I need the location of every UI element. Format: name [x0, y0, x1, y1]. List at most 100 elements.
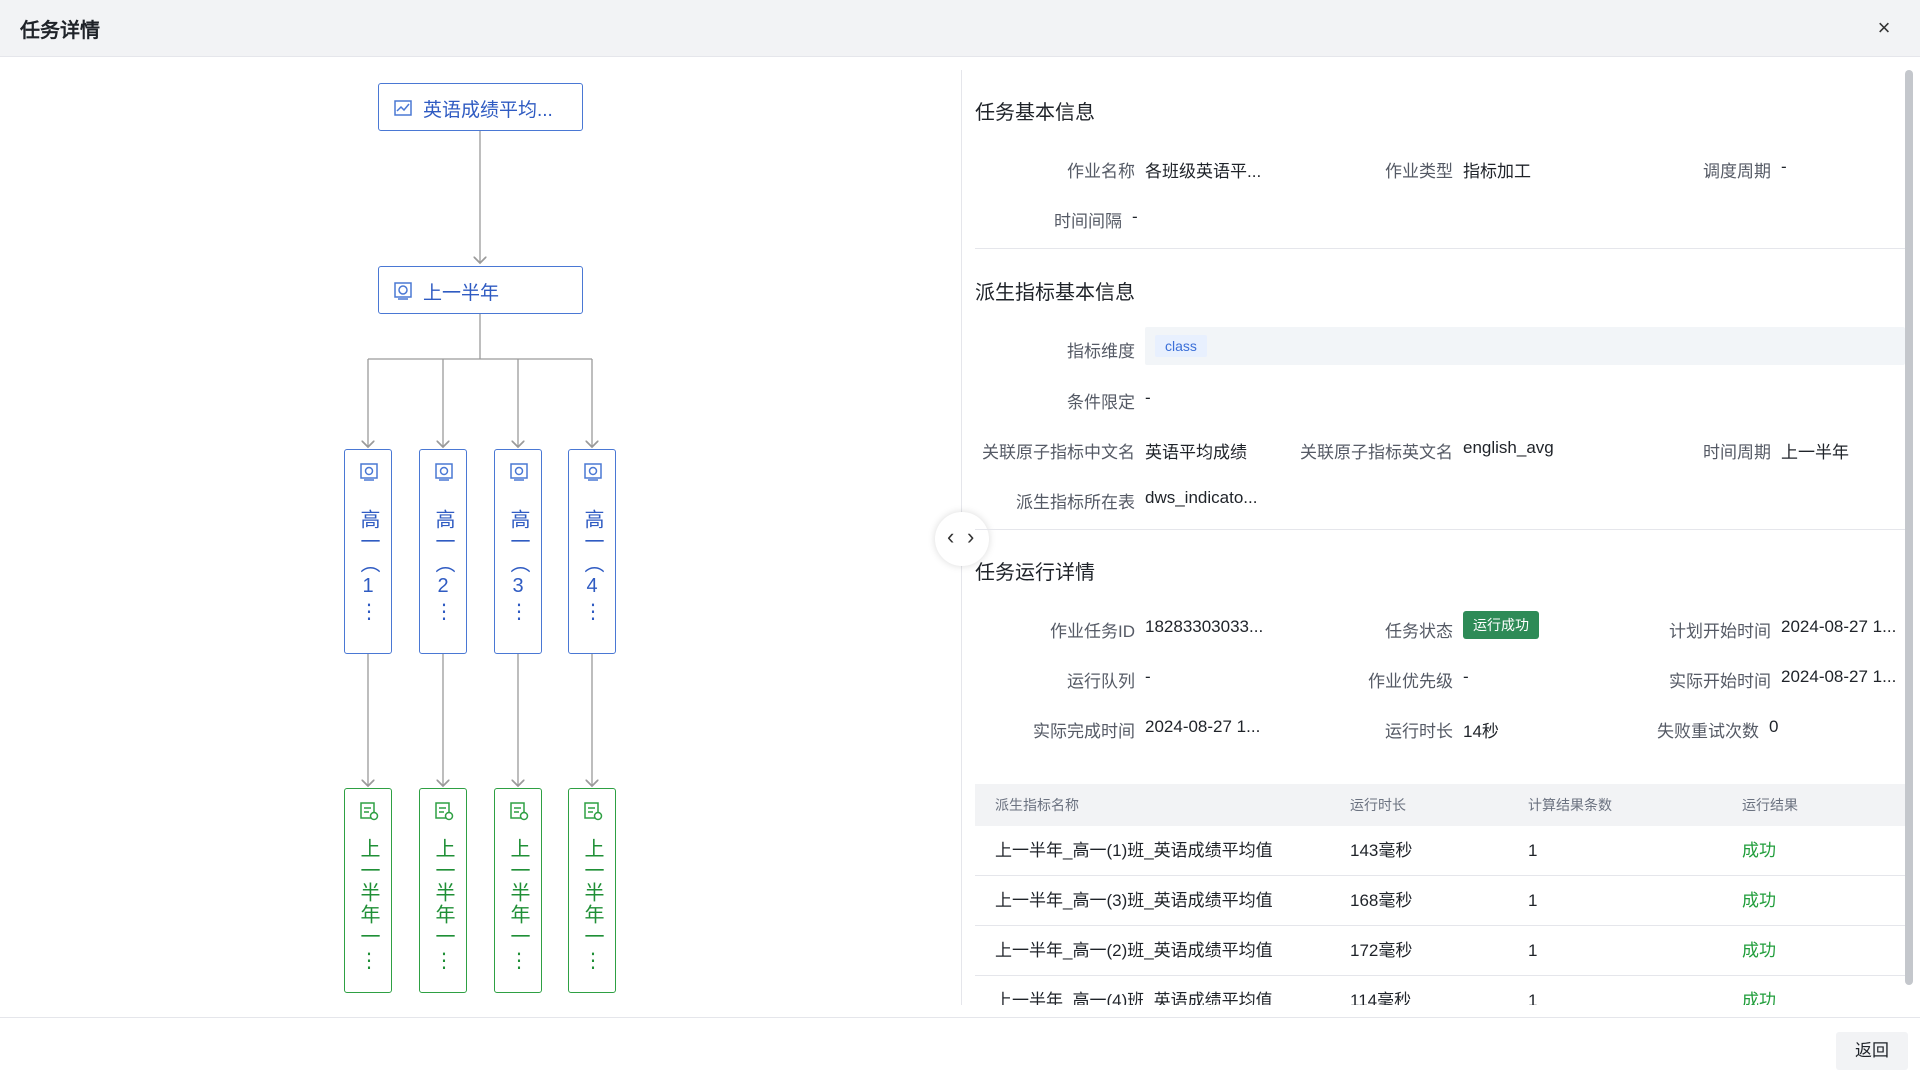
lineage-edges: [0, 131, 960, 1017]
cell-name: 上一半年_高一(2)班_英语成绩平均值: [995, 941, 1273, 960]
column-header: 运行时长: [1350, 797, 1406, 813]
section-title-run-detail: 任务运行详情: [975, 562, 1095, 584]
lineage-node-derived-4[interactable]: 上一半年一⋮: [568, 788, 616, 993]
field-value: -: [1145, 667, 1151, 686]
section-title-task-basic: 任务基本信息: [975, 102, 1095, 124]
dimension-tag: class: [1155, 335, 1207, 357]
panel-toggle[interactable]: ‹ ›: [935, 512, 989, 566]
field-value: 各班级英语平...: [1145, 162, 1262, 181]
cell-name: 上一半年_高一(4)班_英语成绩平均值: [995, 991, 1273, 1005]
field-value: -: [1781, 157, 1787, 176]
dialog-footer: 返回: [0, 1017, 1920, 1080]
field-label: 指标维度: [1067, 342, 1135, 361]
close-icon[interactable]: ×: [1877, 15, 1891, 40]
lineage-node-dimension-1[interactable]: 高一（1⋮: [344, 449, 392, 654]
chevron-right-icon[interactable]: ›: [967, 524, 975, 549]
lineage-node-derived-2[interactable]: 上一半年一⋮: [419, 788, 467, 993]
lineage-node-dimension-2[interactable]: 高一（2⋮: [419, 449, 467, 654]
cell-count: 1: [1528, 841, 1538, 860]
column-header: 计算结果条数: [1528, 797, 1612, 813]
lineage-node-derived-1[interactable]: 上一半年一⋮: [344, 788, 392, 993]
lineage-node-label: 高一（2⋮: [432, 508, 454, 625]
field-label: 实际开始时间: [1669, 672, 1771, 691]
field-label: 计划开始时间: [1669, 622, 1771, 641]
results-table: 派生指标名称 运行时长 计算结果条数 运行结果 上一半年_高一(1)班_英语成绩…: [975, 784, 1905, 1005]
lineage-node-label: 上一半年: [423, 283, 500, 304]
dimension-icon: [435, 463, 453, 481]
lineage-node-label: 高一（4⋮: [581, 508, 603, 625]
field-label: 关联原子指标中文名: [982, 443, 1135, 462]
table-row: 上一半年_高一(4)班_英语成绩平均值 114毫秒 1 成功: [975, 976, 1905, 1005]
field-label: 作业任务ID: [1050, 622, 1135, 641]
field-value: -: [1145, 388, 1151, 407]
lineage-node-dimension-3[interactable]: 高一（3⋮: [494, 449, 542, 654]
status-badge: 运行成功: [1463, 611, 1539, 639]
field-value: english_avg: [1463, 438, 1554, 457]
column-header: 运行结果: [1742, 797, 1798, 813]
lineage-node-period[interactable]: 上一半年: [378, 266, 583, 314]
lineage-node-atomic[interactable]: 英语成绩平均...: [378, 83, 583, 131]
dialog-header: 任务详情 ×: [0, 0, 1920, 57]
field-value: dws_indicato...: [1145, 488, 1258, 507]
time-period-icon: [394, 282, 412, 300]
indicator-doc-icon: [360, 802, 379, 821]
lineage-node-label: 上一半年一⋮: [507, 837, 529, 974]
table-row: 上一半年_高一(1)班_英语成绩平均值 143毫秒 1 成功: [975, 826, 1905, 876]
cell-count: 1: [1528, 941, 1538, 960]
lineage-node-label: 上一半年一⋮: [432, 837, 454, 974]
cell-result: 成功: [1742, 841, 1776, 860]
cell-count: 1: [1528, 891, 1538, 910]
field-label: 作业名称: [1067, 162, 1135, 181]
field-label: 运行队列: [1067, 672, 1135, 691]
field-label: 作业类型: [1385, 162, 1453, 181]
field-value: -: [1463, 667, 1469, 686]
field-label: 作业优先级: [1368, 672, 1453, 691]
cell-result: 成功: [1742, 941, 1776, 960]
section-divider: [975, 248, 1905, 249]
detail-panel: 任务基本信息 作业名称 各班级英语平... 作业类型 指标加工 调度周期 - 时…: [975, 70, 1905, 1005]
field-value: 2024-08-27 1...: [1781, 667, 1897, 686]
vertical-scrollbar[interactable]: [1905, 70, 1913, 985]
indicator-doc-icon: [510, 802, 529, 821]
field-value: -: [1132, 207, 1138, 226]
field-label: 运行时长: [1385, 722, 1453, 741]
lineage-graph: 英语成绩平均... 上一半年 高一（1⋮ 高一（2⋮ 高一（3⋮ 高一（4⋮ 上…: [0, 57, 960, 1017]
table-header: 派生指标名称 运行时长 计算结果条数 运行结果: [975, 784, 1905, 826]
cell-duration: 172毫秒: [1350, 941, 1413, 960]
field-value: 18283303033...: [1145, 617, 1264, 636]
field-label: 任务状态: [1385, 622, 1453, 641]
dimension-icon: [510, 463, 528, 481]
field-value: 0: [1769, 717, 1779, 736]
field-value: 指标加工: [1463, 162, 1531, 181]
back-button[interactable]: 返回: [1836, 1032, 1908, 1070]
field-value: 上一半年: [1781, 443, 1849, 462]
dimension-icon: [360, 463, 378, 481]
table-row: 上一半年_高一(2)班_英语成绩平均值 172毫秒 1 成功: [975, 926, 1905, 976]
field-label: 条件限定: [1067, 393, 1135, 412]
field-value: 14秒: [1463, 722, 1499, 741]
cell-result: 成功: [1742, 991, 1776, 1005]
field-value: 英语平均成绩: [1145, 443, 1247, 462]
cell-duration: 168毫秒: [1350, 891, 1413, 910]
field-label: 失败重试次数: [1657, 722, 1759, 741]
lineage-node-dimension-4[interactable]: 高一（4⋮: [568, 449, 616, 654]
cell-result: 成功: [1742, 891, 1776, 910]
field-label: 实际完成时间: [1033, 722, 1135, 741]
lineage-node-label: 英语成绩平均...: [423, 100, 553, 121]
column-header: 派生指标名称: [995, 797, 1079, 813]
field-label: 调度周期: [1703, 162, 1771, 181]
dialog-title: 任务详情: [20, 20, 100, 42]
lineage-node-derived-3[interactable]: 上一半年一⋮: [494, 788, 542, 993]
indicator-doc-icon: [435, 802, 454, 821]
lineage-node-label: 上一半年一⋮: [581, 837, 603, 974]
field-label: 时间周期: [1703, 443, 1771, 462]
lineage-node-label: 上一半年一⋮: [357, 837, 379, 974]
field-label: 派生指标所在表: [1016, 493, 1135, 512]
chevron-left-icon[interactable]: ‹: [947, 524, 955, 549]
cell-duration: 143毫秒: [1350, 841, 1413, 860]
lineage-node-label: 高一（3⋮: [507, 508, 529, 625]
cell-name: 上一半年_高一(1)班_英语成绩平均值: [995, 841, 1273, 860]
dimension-tag-box: class: [1145, 327, 1905, 365]
field-label: 关联原子指标英文名: [1300, 443, 1453, 462]
indicator-doc-icon: [584, 802, 603, 821]
